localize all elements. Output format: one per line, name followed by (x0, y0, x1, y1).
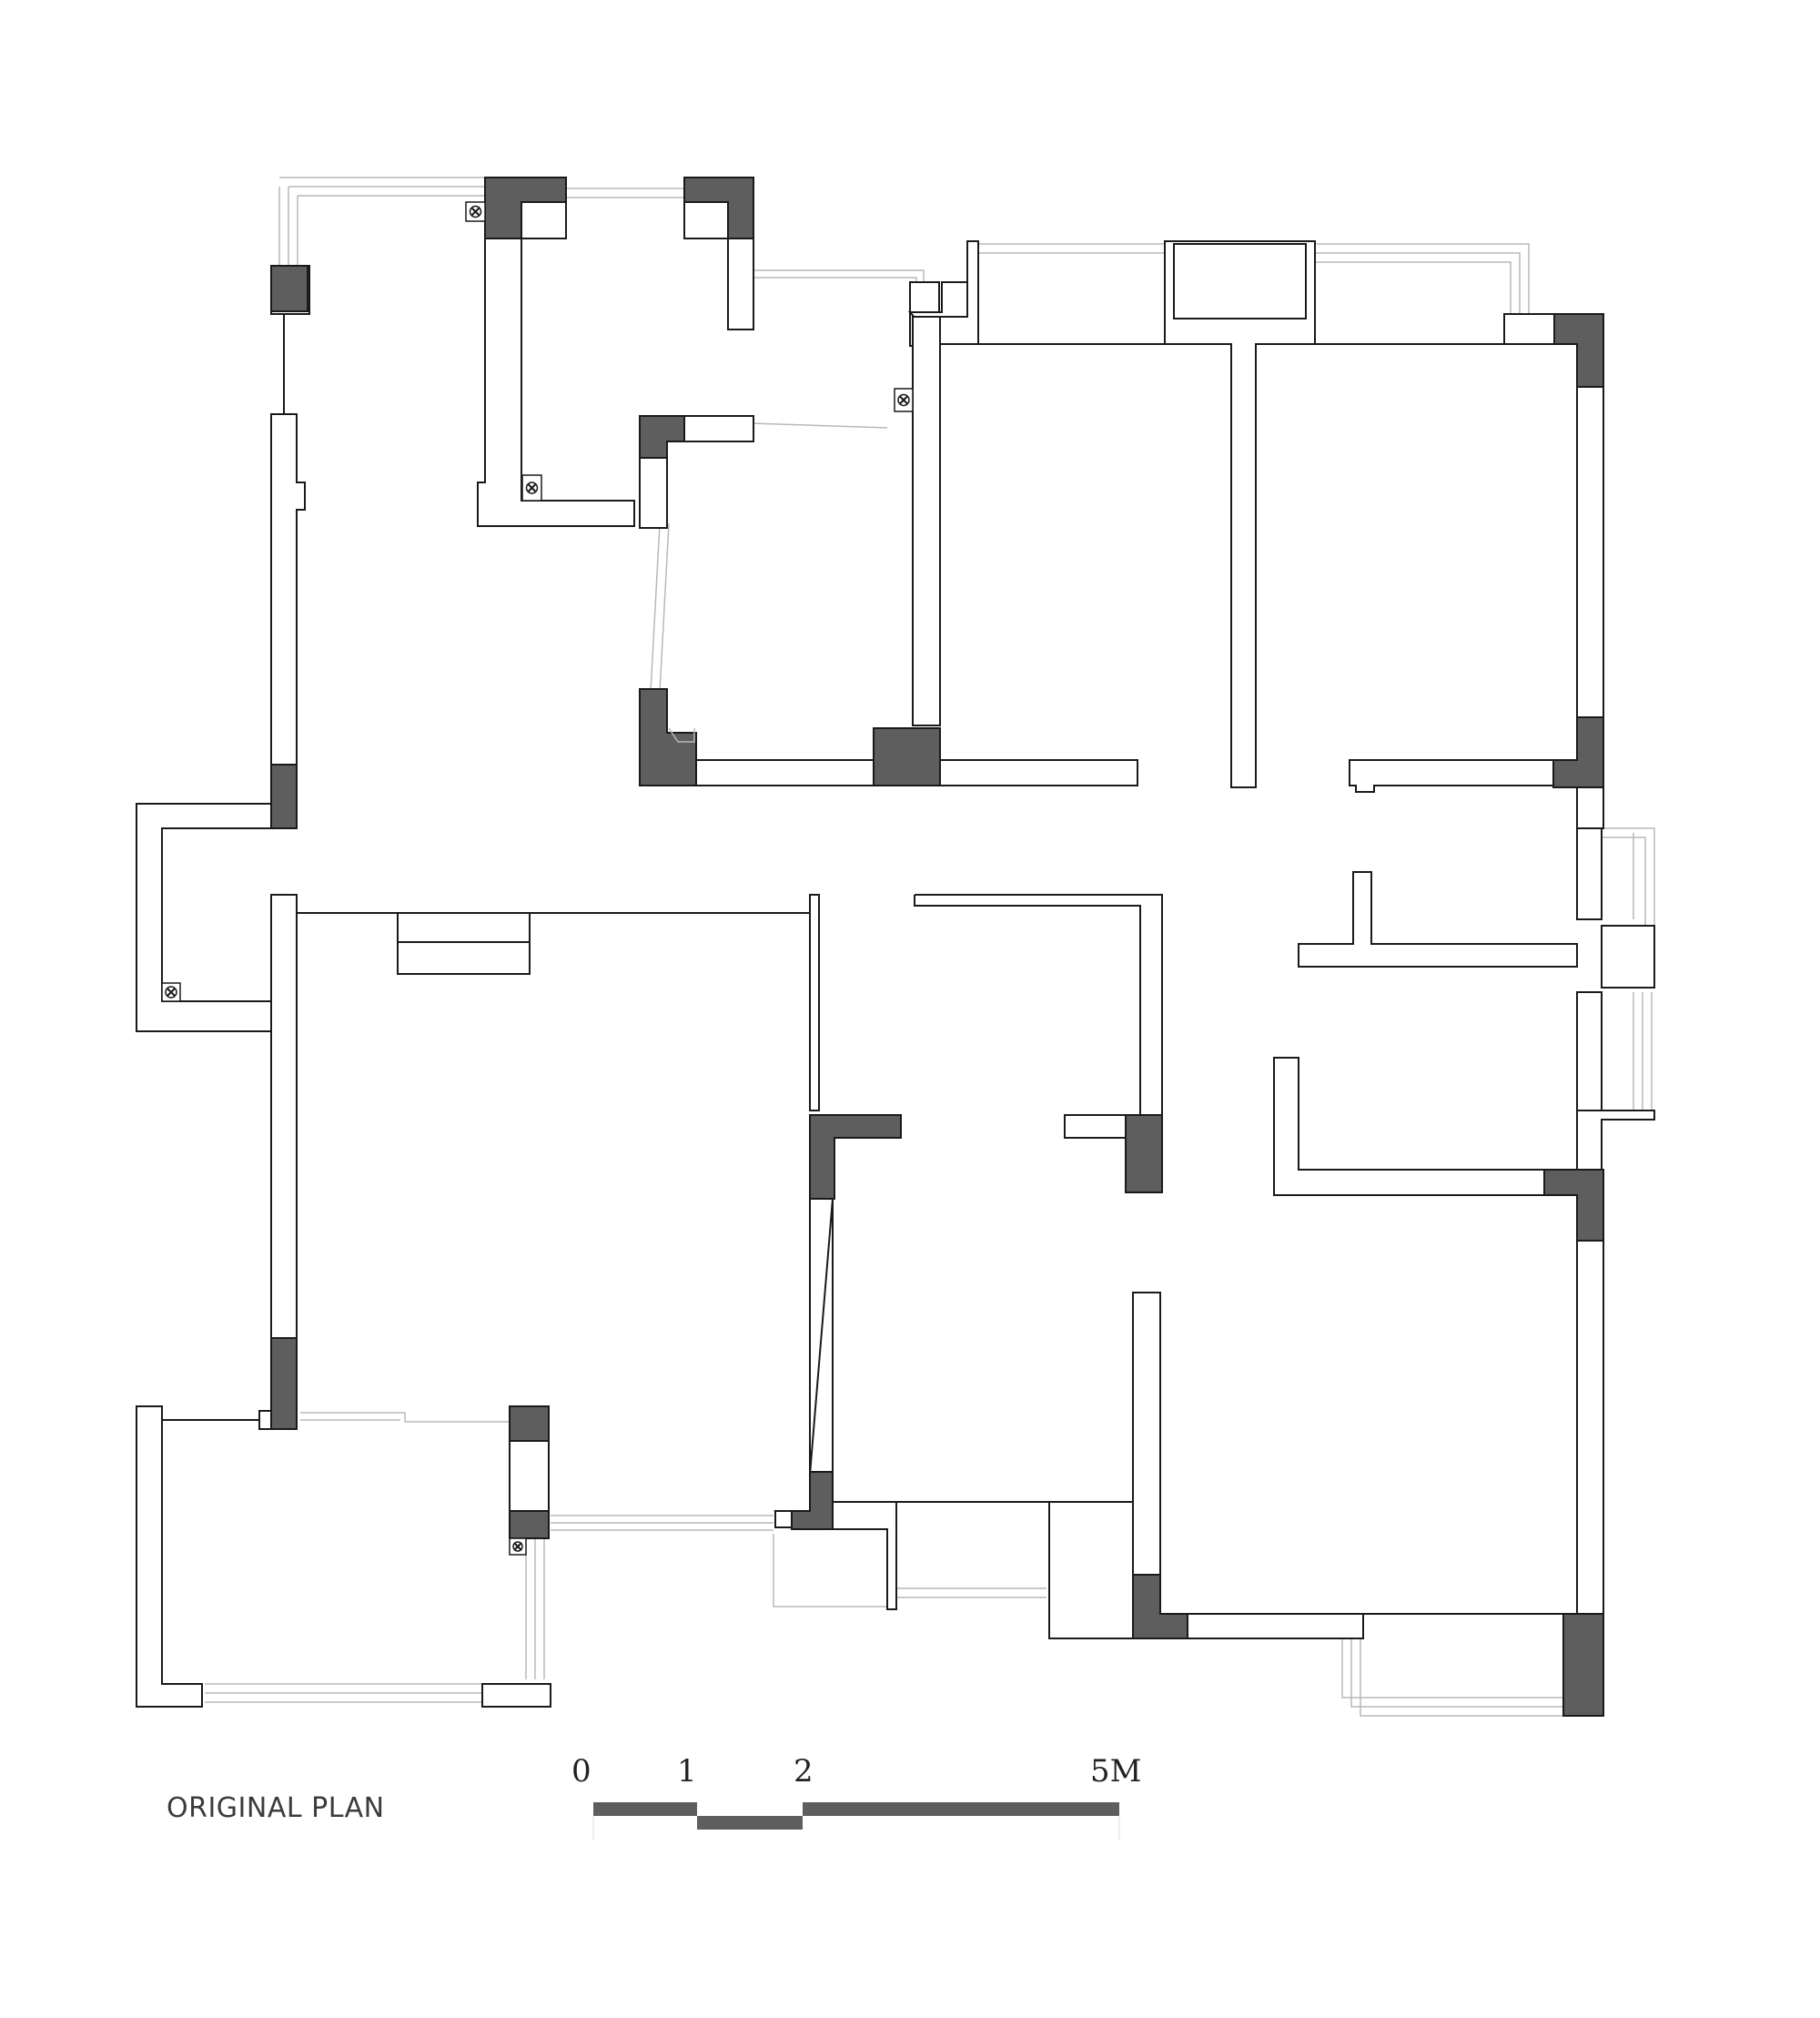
structural-columns (270, 177, 1604, 1717)
scale-segment (803, 1802, 1119, 1816)
scale-label-0: 0 (571, 1753, 592, 1790)
walls (136, 177, 1655, 1708)
scale-segment (697, 1816, 803, 1830)
flue-symbols (161, 201, 914, 1556)
scale-label-5m: 5M (1090, 1753, 1141, 1790)
flue-icon (465, 201, 486, 222)
plan-title: ORIGINAL PLAN (167, 1792, 385, 1824)
scale-label-1: 1 (677, 1753, 697, 1790)
flue-icon (521, 474, 542, 502)
scale-segment (593, 1802, 697, 1816)
flue-icon (509, 1537, 527, 1556)
scale-bar: 0 1 2 5M (571, 1753, 1141, 1841)
flue-icon (894, 388, 914, 412)
flue-icon (161, 982, 181, 1002)
windows (205, 177, 1655, 1717)
scale-label-2: 2 (794, 1753, 814, 1790)
